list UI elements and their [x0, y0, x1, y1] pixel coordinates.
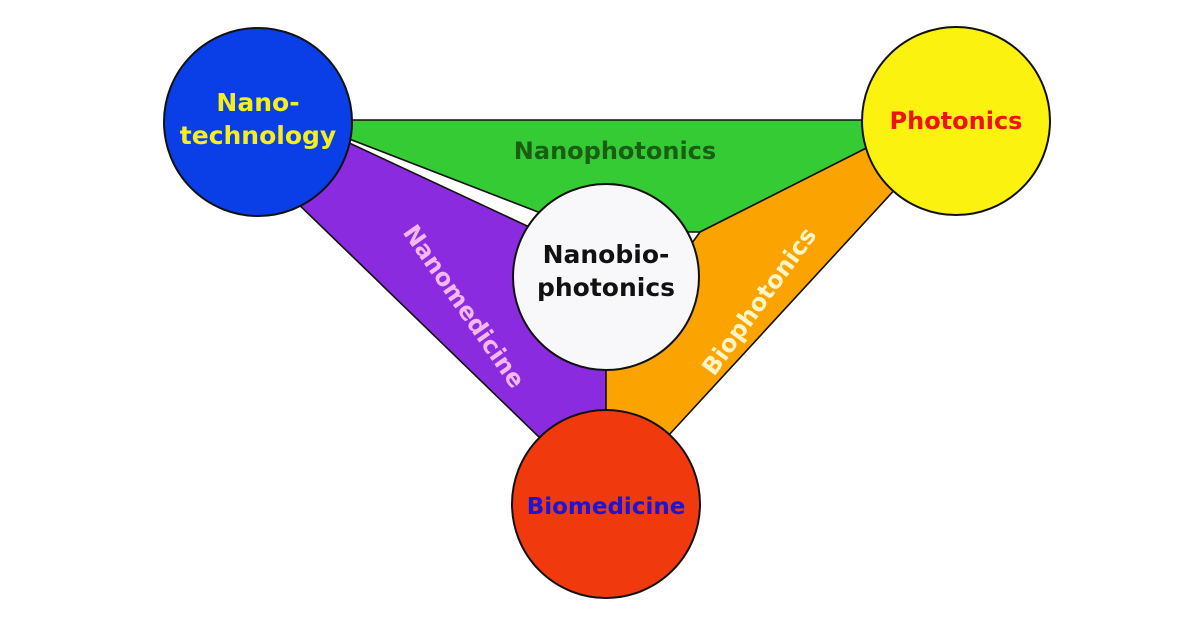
photonics-label: Photonics [890, 107, 1023, 135]
photonics-circle [861, 26, 1051, 216]
nanobiophotonics-label-line2: photonics [537, 273, 675, 302]
nanotechnology-circle [163, 27, 353, 217]
nanobiophotonics-circle [512, 183, 700, 371]
nanobiophotonics-label-line1: Nanobio- [543, 240, 670, 269]
nanotechnology-label-line2: technology [180, 121, 336, 150]
biomedicine-label: Biomedicine [527, 494, 686, 520]
nanotechnology-label-line1: Nano- [216, 88, 299, 117]
nanophotonics-label: Nanophotonics [514, 137, 716, 165]
biomedicine-circle [511, 409, 701, 599]
